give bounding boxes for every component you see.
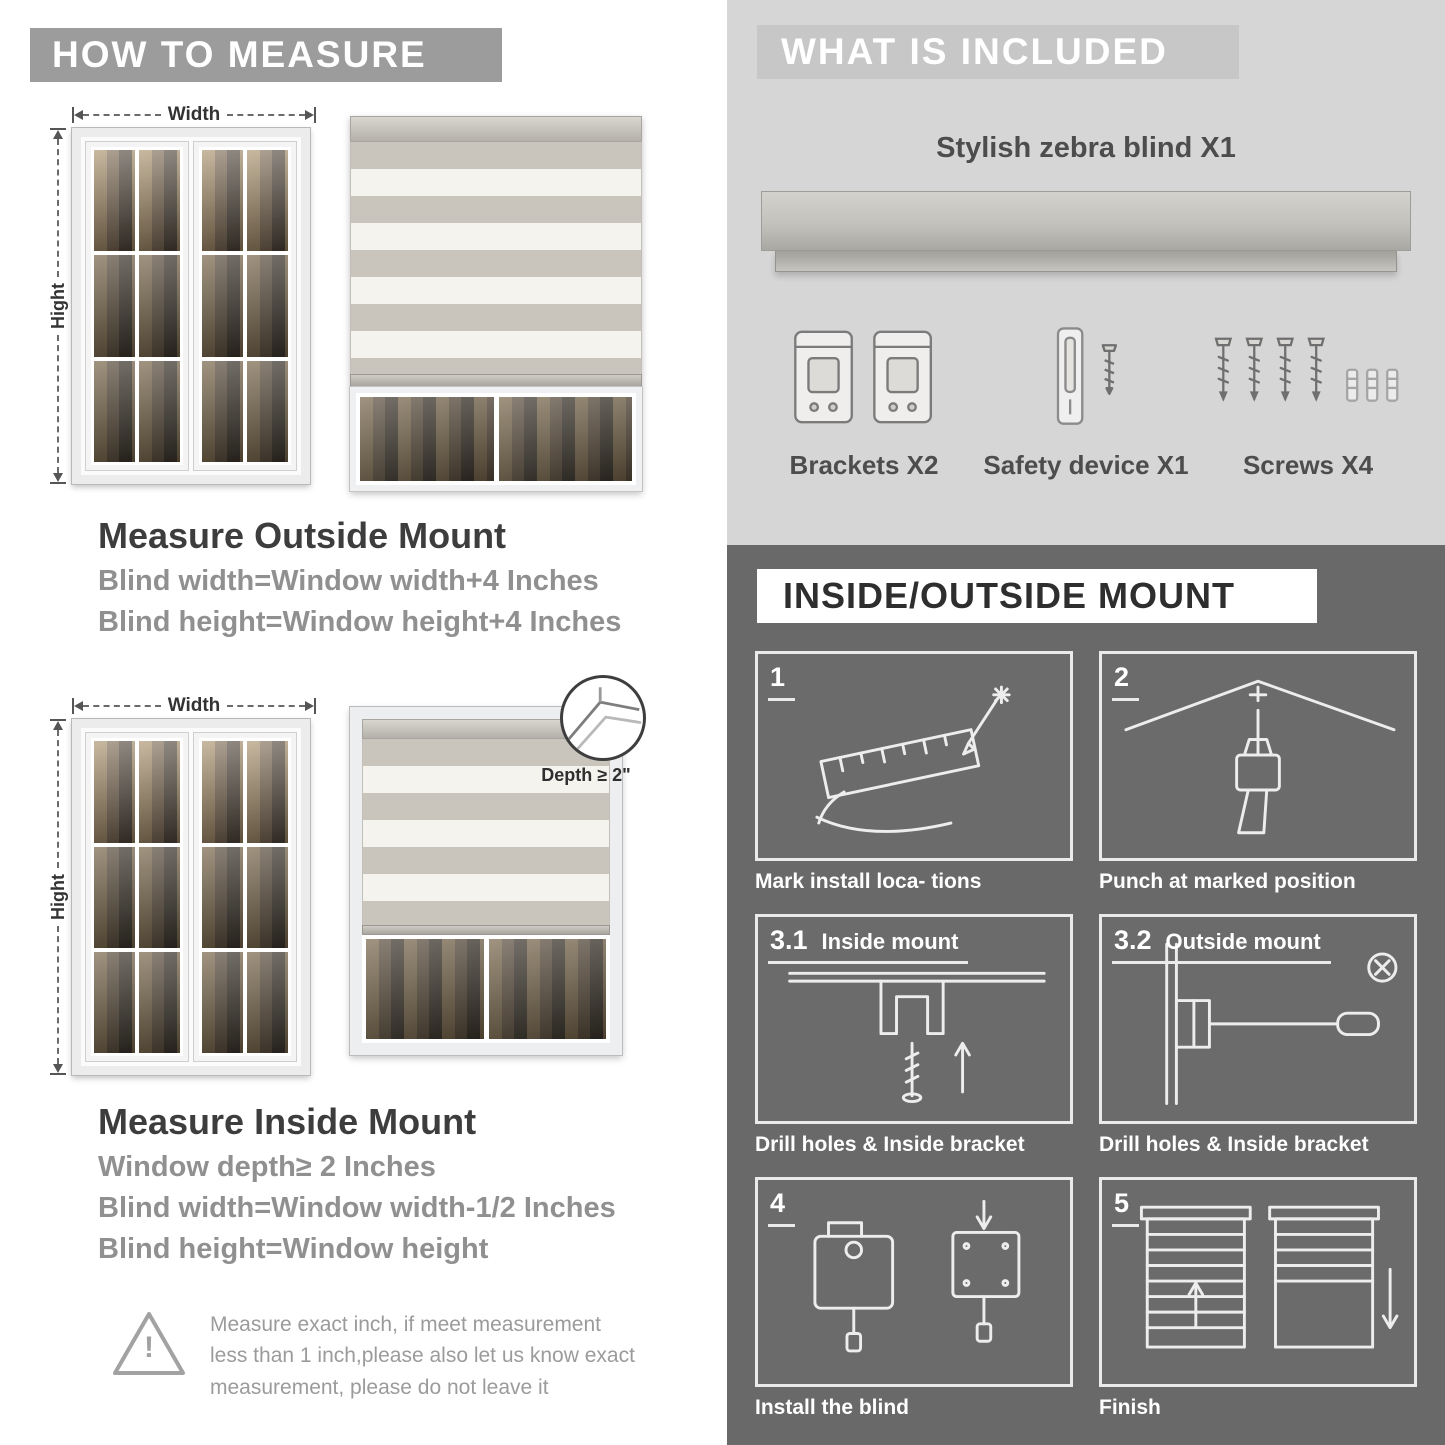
window-photo-illustration: Width Hight: [44, 102, 316, 485]
zebra-blind-outside-illustration: [349, 116, 643, 492]
blind-shade: [350, 142, 642, 374]
mark-location-icon: [815, 685, 1011, 833]
measure-outside-title: Measure Outside Mount: [98, 515, 507, 556]
height-arrow: Hight: [44, 128, 72, 485]
step-number: 1: [770, 662, 786, 692]
width-arrow: Width: [72, 693, 316, 719]
install-blind-icon: [813, 1199, 1021, 1353]
warning-text: Measure exact inch, if meet measurement …: [210, 1312, 635, 1399]
what-is-included-section: WHAT IS INCLUDED Stylish zebra blind X1: [727, 0, 1445, 545]
inside-formula-height: Blind height=Window height: [98, 1233, 489, 1266]
screws-icon: [1214, 337, 1399, 402]
window-photo-illustration: Width Hight: [44, 693, 316, 1077]
frame-corner-icon: [567, 687, 642, 752]
safety-device-label: Safety device X1: [983, 450, 1189, 480]
step-caption: Finish: [1099, 1396, 1161, 1419]
outside-formula-height: Blind height=Window height+4 Inches: [98, 606, 622, 639]
step-3-1: 3.1 Inside mount: [755, 914, 1073, 1157]
right-column: WHAT IS INCLUDED Stylish zebra blind X1: [727, 0, 1445, 1445]
step-4-panel: 4: [755, 1177, 1073, 1387]
step-3-1-panel: 3.1 Inside mount: [755, 914, 1073, 1124]
mount-banner: INSIDE/OUTSIDE MOUNT: [757, 569, 1317, 623]
step-number: 2: [1114, 662, 1130, 692]
product-label: Stylish zebra blind X1: [936, 132, 1236, 164]
how-to-measure-banner: HOW TO MEASURE: [30, 28, 502, 82]
step-5-panel: 5: [1099, 1177, 1417, 1387]
step-caption: Mark install loca- tions: [755, 870, 982, 893]
drill-icon: [1124, 679, 1396, 835]
inside-bracket-icon: [788, 971, 1046, 1104]
step-number: 3.1: [770, 925, 808, 955]
step-1: 1: [755, 651, 1073, 894]
warning-triangle-icon: !: [110, 1309, 188, 1379]
window-illustration: [71, 718, 311, 1077]
height-label: Hight: [47, 283, 68, 329]
included-item-brackets: Brackets X2: [755, 318, 973, 481]
width-label: Width: [167, 104, 221, 125]
included-item-safety-device: Safety device X1: [977, 318, 1195, 481]
step-caption: Drill holes & Inside bracket: [755, 1133, 1025, 1156]
step-caption: Install the blind: [755, 1396, 910, 1419]
step-1-panel: 1: [755, 651, 1073, 861]
window-casement: [193, 732, 297, 1063]
what-is-included-banner: WHAT IS INCLUDED: [757, 25, 1239, 79]
inside-formula-depth: Window depth≥ 2 Inches: [98, 1151, 436, 1184]
step-caption: Drill holes & Inside bracket: [1099, 1133, 1369, 1156]
width-arrow: Width: [72, 102, 316, 128]
outside-mount-illustrations: Width Hight: [44, 102, 712, 492]
step-title: Outside mount: [1165, 929, 1321, 954]
outside-formula-width: Blind width=Window width+4 Inches: [98, 565, 599, 597]
finish-blind-icon: [1139, 1205, 1399, 1349]
warning-exclamation: !: [144, 1330, 154, 1364]
inside-mount-illustrations: Width Hight: [44, 675, 712, 1077]
step-3-2-panel: 3.2 Outside mount: [1099, 914, 1417, 1124]
mount-instructions-section: INSIDE/OUTSIDE MOUNT 1: [727, 545, 1445, 1445]
step-number: 4: [770, 1188, 786, 1218]
blind-shade: [362, 739, 610, 926]
outside-bracket-icon: [1165, 942, 1398, 1105]
depth-detail-circle: [560, 675, 646, 762]
step-2: 2: [1099, 651, 1417, 894]
how-to-measure-section: HOW TO MEASURE Width Hight: [0, 0, 712, 1445]
step-4: 4: [755, 1177, 1073, 1420]
headrail-illustration: [761, 191, 1411, 272]
step-2-panel: 2: [1099, 651, 1417, 861]
window-under-blind: [349, 386, 643, 492]
brackets-label: Brackets X2: [789, 450, 939, 480]
zebra-blind-inside-illustration: Depth ≥ 2": [349, 675, 646, 1057]
step-5: 5: [1099, 1177, 1417, 1420]
step-3-2: 3.2 Outside mount: [1099, 914, 1417, 1157]
included-items-row: Brackets X2: [755, 318, 1417, 481]
window-casement: [85, 732, 189, 1063]
measure-warning: ! Measure exact inch, if meet measuremen…: [110, 1309, 650, 1404]
screws-label: Screws X4: [1242, 450, 1374, 480]
how-to-measure-banner-label: HOW TO MEASURE: [52, 34, 427, 75]
mount-banner-label: INSIDE/OUTSIDE MOUNT: [783, 575, 1236, 616]
mount-steps-grid: 1: [755, 651, 1417, 1420]
blind-cassette: [350, 116, 642, 142]
depth-label: Depth ≥ 2": [541, 765, 631, 786]
what-is-included-banner-label: WHAT IS INCLUDED: [781, 31, 1168, 72]
step-number: 3.2: [1114, 925, 1152, 955]
step-title: Inside mount: [821, 929, 959, 954]
window-casement: [193, 141, 297, 471]
height-arrow: Hight: [44, 719, 72, 1076]
included-item-screws: Screws X4: [1199, 318, 1417, 481]
step-caption: Punch at marked position: [1099, 870, 1356, 893]
blind-bottom-rail: [362, 925, 610, 936]
blind-bottom-rail: [350, 374, 642, 387]
brackets-icon: [794, 330, 932, 424]
measure-inside-title: Measure Inside Mount: [98, 1101, 477, 1143]
window-illustration: [71, 127, 311, 485]
height-label: Hight: [47, 874, 68, 921]
step-number: 5: [1114, 1188, 1130, 1218]
window-casement: [85, 141, 189, 471]
safety-device-icon: [1056, 327, 1118, 425]
width-label: Width: [167, 695, 221, 717]
inside-formula-width: Blind width=Window width-1/2 Inches: [98, 1192, 616, 1225]
window-panes-below-blind: [362, 935, 610, 1044]
